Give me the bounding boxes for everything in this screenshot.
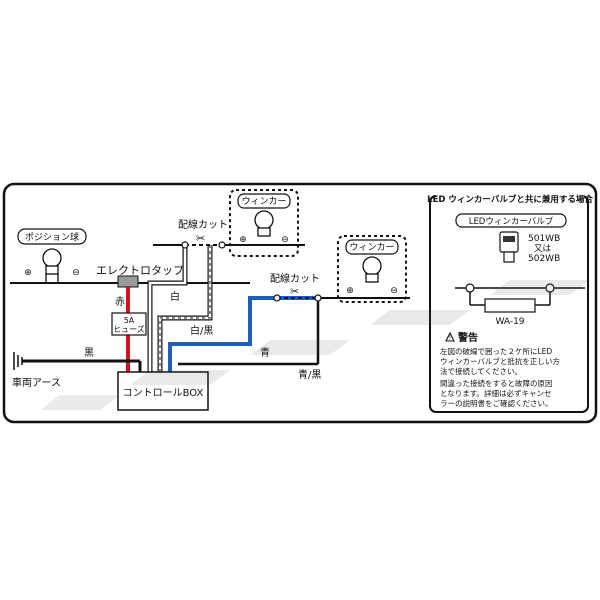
- terminal-dot: [273, 294, 281, 302]
- winker1-dashed-box: [229, 189, 299, 257]
- resistor-icon: [484, 298, 536, 313]
- warning-line: 法で接続してください。: [440, 366, 522, 376]
- blue-wire: [168, 296, 318, 372]
- model-a: 501WB: [528, 234, 560, 244]
- warning-line: 左図の破線で囲った２ケ所にLED: [440, 346, 552, 356]
- resistor-label: WA-19: [495, 317, 524, 327]
- plus-sign: ⊕: [239, 235, 247, 245]
- terminal-dot: [218, 241, 226, 249]
- minus-sign: ⊖: [390, 286, 398, 296]
- red-wire-label: 赤: [115, 296, 125, 308]
- black-wire-label: 黒: [84, 347, 94, 359]
- minus-sign: ⊖: [72, 268, 80, 278]
- winker1-label: ウィンカー: [241, 196, 286, 207]
- svg-text:!: !: [449, 335, 451, 342]
- winker1-tag: [237, 193, 291, 209]
- inset-title-bg: [436, 190, 584, 206]
- inset-connector: [545, 283, 555, 293]
- or-text: 又は: [534, 244, 552, 254]
- scissors-icon: ✂: [196, 232, 205, 245]
- vehicle-ground-label: 車両アース: [12, 376, 61, 389]
- scissors-icon: ✂: [290, 285, 299, 298]
- position-bulb-tag: [17, 228, 87, 245]
- wiring-cut-label-2: 配線カット: [270, 272, 320, 285]
- white-black-wire: [157, 245, 213, 372]
- blue-black-wire-label: 青/黒: [298, 368, 321, 381]
- control-box-label: コントロールBOX: [123, 388, 204, 399]
- white-wire: [147, 245, 188, 372]
- electro-tap-icon: [117, 275, 139, 288]
- white-wire-label: 白: [170, 290, 180, 303]
- winker2-dashed-box: [337, 235, 407, 303]
- electro-tap-label: エレクトロタップ: [96, 264, 184, 277]
- blue-wire-label: 青: [260, 346, 270, 359]
- minus-sign: ⊖: [281, 235, 289, 245]
- position-bulb-label: ポジション球: [25, 231, 79, 243]
- winker2-bulb-icon: [362, 256, 382, 283]
- fuse-label-2: ヒューズ: [113, 324, 145, 334]
- terminal-dot: [314, 294, 322, 302]
- winker1-bulb-icon: [254, 210, 274, 237]
- led-bulb-tag: [455, 213, 567, 228]
- plus-sign: ⊕: [346, 286, 354, 296]
- fuse-label-1: 5A: [124, 316, 135, 325]
- model-b: 502WB: [528, 254, 560, 264]
- ground-symbol-icon: [13, 352, 23, 370]
- warning-line: 間違った接続をすると故障の原因: [440, 378, 553, 388]
- warning-icon: !: [445, 331, 455, 342]
- warning-title: 警告: [457, 331, 478, 344]
- control-box: [117, 371, 209, 411]
- wiring-cut-label-1: 配線カット: [178, 218, 228, 231]
- fuse-box: [111, 312, 147, 336]
- warning-line: となります。詳細は必ずキャンセ: [440, 388, 552, 398]
- white-black-wire-label: 白/黒: [190, 324, 213, 337]
- warning-line: ウィンカーバルブと抵抗を正しい方: [440, 356, 560, 366]
- inset-title: LED ウィンカーバルブと共に兼用する場合: [427, 194, 593, 205]
- led-bulb-label: LEDウィンカーバルブ: [469, 216, 554, 227]
- plus-sign: ⊕: [24, 268, 32, 278]
- warning-line: ラーの説明書をご確認ください。: [440, 398, 553, 408]
- winker2-label: ウィンカー: [349, 242, 394, 253]
- watermark: [40, 280, 590, 410]
- inset-connector: [465, 283, 475, 293]
- terminal-dot: [181, 241, 189, 249]
- winker2-tag: [345, 239, 399, 255]
- position-bulb-icon: [42, 248, 62, 282]
- led-bulb-icon: [499, 231, 519, 263]
